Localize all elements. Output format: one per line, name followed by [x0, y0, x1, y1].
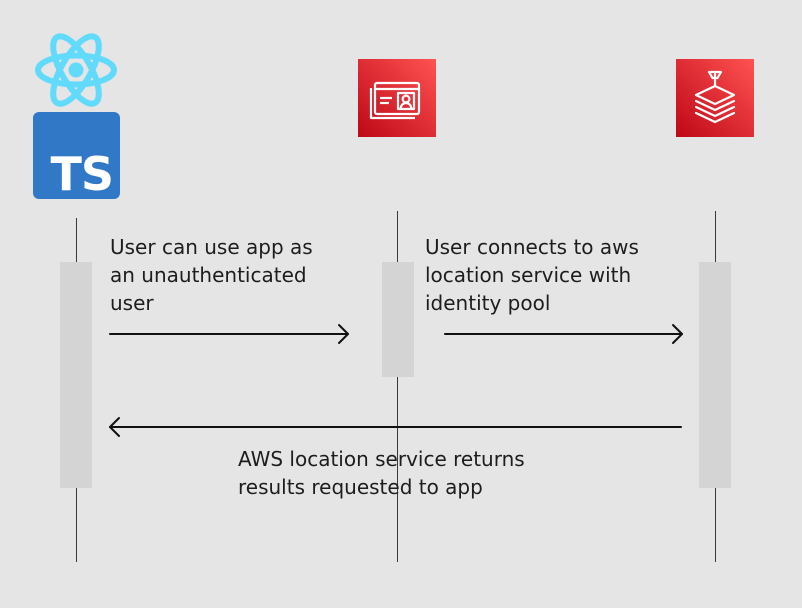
typescript-badge-label: TS [50, 147, 114, 201]
map-layers-pin-icon [676, 59, 754, 137]
message-arrow-1 [109, 324, 349, 344]
message-label-2: User connects to aws location service wi… [425, 235, 639, 315]
typescript-icon: TS [33, 112, 120, 199]
activation-box-app [60, 262, 92, 488]
message-label-3: AWS location service returns results req… [238, 447, 525, 499]
identity-card-icon [358, 59, 436, 137]
message-arrow-3 [109, 417, 682, 437]
activation-box-cognito [382, 262, 414, 377]
message-arrow-2 [444, 324, 683, 344]
react-icon [33, 31, 119, 109]
message-label-1: User can use app as an unauthenticated u… [110, 235, 313, 315]
activation-box-location-service [699, 262, 731, 488]
lifeline-cognito [397, 211, 398, 562]
